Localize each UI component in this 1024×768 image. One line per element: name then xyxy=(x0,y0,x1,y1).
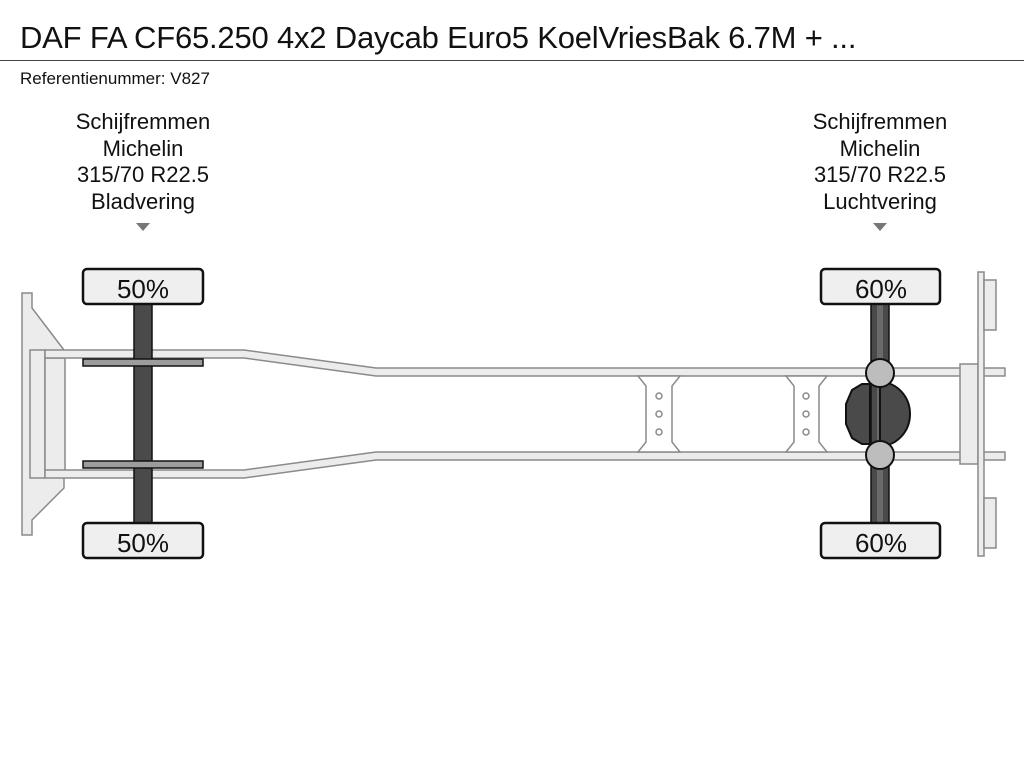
rear-axle-info: Schijfremmen Michelin 315/70 R22.5 Lucht… xyxy=(780,109,980,215)
front-axle-load-top: 50% xyxy=(116,274,170,304)
front-axle-marker-icon xyxy=(136,223,150,231)
front-bottom-load-box xyxy=(81,521,205,560)
rear-suspension: Luchtvering xyxy=(823,188,937,214)
rear-bumper xyxy=(959,271,997,557)
rear-bottom-load-box xyxy=(819,521,942,560)
rear-axle-load-bottom: 60% xyxy=(854,528,908,558)
rear-hub-icon xyxy=(865,440,895,470)
rear-tire-size: 315/70 R22.5 xyxy=(813,162,947,187)
front-brake-type: Schijfremmen xyxy=(75,109,211,134)
page-title: DAF FA CF65.250 4x2 Daycab Euro5 KoelVri… xyxy=(20,20,857,55)
cross-member xyxy=(784,375,829,453)
front-axle-load-bottom: 50% xyxy=(116,528,170,558)
cross-member xyxy=(636,375,682,453)
rear-tire-brand: Michelin xyxy=(839,135,921,161)
front-tire-size: 315/70 R22.5 xyxy=(76,162,210,187)
front-axle-info: Schijfremmen Michelin 315/70 R22.5 Bladv… xyxy=(43,109,243,215)
rear-top-load-box xyxy=(819,267,942,306)
rear-axle-marker-icon xyxy=(873,223,887,231)
rear-hub-icon xyxy=(865,358,895,388)
front-tire-brand: Michelin xyxy=(102,135,184,161)
rear-brake-type: Schijfremmen xyxy=(812,109,948,134)
front-axle xyxy=(82,301,204,525)
title-divider xyxy=(0,60,1024,61)
reference-number: Referentienummer: V827 xyxy=(20,69,210,88)
front-bumper xyxy=(21,292,66,536)
front-suspension: Bladvering xyxy=(91,188,195,214)
rear-axle-load-top: 60% xyxy=(854,274,908,304)
chassis-frame xyxy=(44,349,1006,479)
front-top-load-box xyxy=(81,267,205,306)
